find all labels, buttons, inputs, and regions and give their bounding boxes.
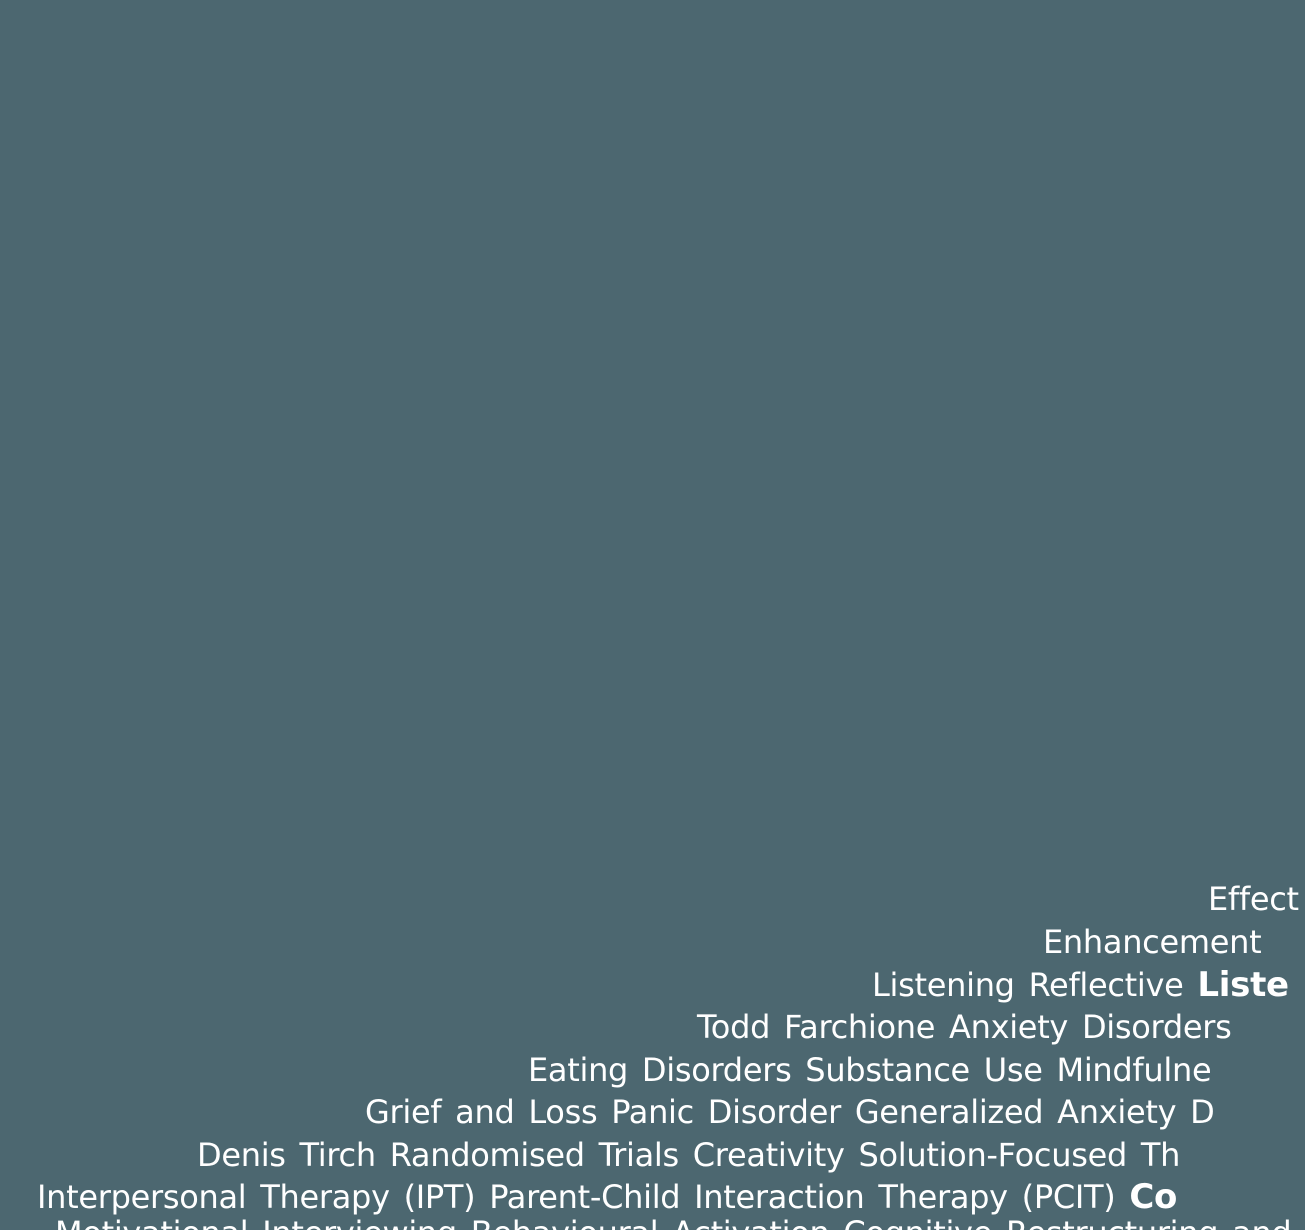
tag-text: Effect — [1208, 880, 1299, 918]
tag-text: Listening Reflective — [872, 966, 1198, 1004]
tag-cloud-line-8[interactable]: Interpersonal Therapy (IPT) Parent-Child… — [37, 1180, 1177, 1214]
tag-text: Denis Tirch Randomised Trials Creativity… — [197, 1136, 1181, 1174]
tag-cloud-line-3[interactable]: Listening Reflective Liste — [872, 968, 1289, 1002]
tag-text-bold: Liste — [1197, 965, 1289, 1005]
tag-text: Grief and Loss Panic Disorder Generalize… — [365, 1093, 1215, 1131]
tag-text-bold: Co — [1129, 1177, 1178, 1217]
tag-cloud-line-partial[interactable]: Motivational Interviewing Behavioural Ac… — [55, 1216, 1305, 1230]
tag-cloud-line-4[interactable]: Todd Farchione Anxiety Disorders — [697, 1008, 1232, 1046]
tag-text: Eating Disorders Substance Use Mindfulne — [528, 1051, 1212, 1089]
tag-cloud-line-7[interactable]: Denis Tirch Randomised Trials Creativity… — [197, 1138, 1180, 1172]
tag-cloud-line-1[interactable]: Effect — [1208, 882, 1299, 916]
tag-text: Motivational Interviewing Behavioural Ac… — [55, 1214, 1305, 1230]
tag-cloud-line-5[interactable]: Eating Disorders Substance Use Mindfulne — [528, 1051, 1212, 1089]
tag-text: Enhancement — [1043, 923, 1262, 961]
tag-cloud-line-6[interactable]: Grief and Loss Panic Disorder Generalize… — [365, 1093, 1215, 1131]
tag-text: Interpersonal Therapy (IPT) Parent-Child… — [37, 1178, 1130, 1216]
tag-cloud-line-2[interactable]: Enhancement — [1043, 923, 1262, 961]
tag-text: Todd Farchione Anxiety Disorders — [697, 1008, 1232, 1046]
